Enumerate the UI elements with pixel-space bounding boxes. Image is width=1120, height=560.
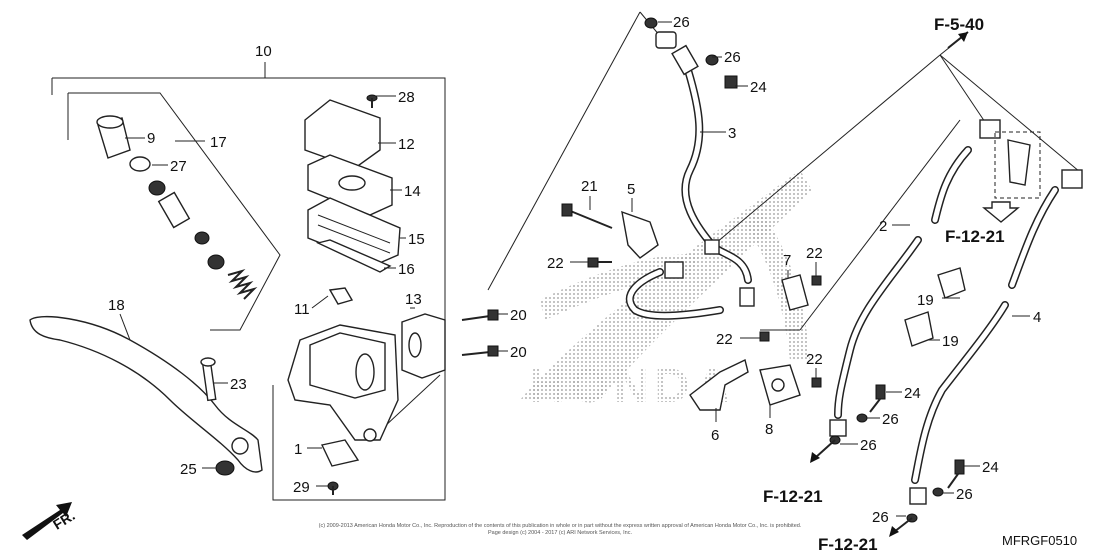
assembly-17-outline (67, 92, 281, 331)
callout-2: 2 (879, 218, 887, 235)
callout-13: 13 (405, 291, 422, 308)
callout-21: 21 (581, 178, 598, 195)
callout-3: 3 (728, 125, 736, 142)
callout-9: 9 (147, 130, 155, 147)
callout-10: 10 (255, 43, 272, 60)
joint-8 (759, 364, 801, 406)
callout-12: 12 (398, 136, 415, 153)
callout-26-lower-a: 26 (956, 486, 973, 503)
diaphragm-15 (307, 197, 401, 266)
front-arrow: FR. (22, 502, 78, 540)
reference-labels: F-5-40 F-12-21 F-12-21 F-12-21 (763, 15, 1005, 554)
washer-26-e (932, 487, 944, 497)
bolt-24-b (869, 384, 886, 413)
callout-7: 7 (783, 252, 791, 269)
bolt-21 (561, 203, 613, 229)
ref-f-5-40: F-5-40 (934, 15, 984, 34)
callout-24-lower: 24 (982, 459, 999, 476)
bolt-24-c (947, 459, 965, 489)
lower-brake-hose-4 (909, 169, 1083, 505)
callout-17: 17 (210, 134, 227, 151)
washer-26-c (856, 413, 868, 423)
holder-bolts-20 (461, 309, 499, 357)
callout-27: 27 (170, 158, 187, 175)
callout-28: 28 (398, 89, 415, 106)
callout-11: 11 (294, 301, 310, 318)
callout-26-mid-a: 26 (882, 411, 899, 428)
clip-19-a (937, 267, 966, 299)
callout-22-left: 22 (547, 255, 564, 272)
float-16 (315, 239, 392, 273)
callout-6: 6 (711, 427, 719, 444)
washer-26-a (644, 17, 658, 29)
honda-wing-watermark: HONDA (520, 170, 812, 413)
callout-16: 16 (398, 261, 415, 278)
callout-14: 14 (404, 183, 421, 200)
callout-20-upper: 20 (510, 307, 527, 324)
screw-29 (327, 481, 339, 495)
front-indicator-text: FR. (50, 507, 78, 533)
clamp-7 (781, 274, 809, 311)
nut-25 (215, 460, 235, 476)
pivot-bolt-23 (200, 357, 217, 402)
callout-15: 15 (408, 231, 425, 248)
callout-22-right-top: 22 (806, 245, 823, 262)
reservoir-cap-12 (304, 99, 381, 169)
bolt-22-b (811, 275, 822, 286)
bolt-24-a (724, 75, 738, 89)
assembly-10-outline (51, 62, 446, 501)
callout-leaders (119, 21, 1030, 517)
brake-lever (29, 315, 263, 473)
bolt-22-c (759, 331, 770, 342)
callout-26-upper: 26 (724, 49, 741, 66)
callout-20-lower: 20 (510, 344, 527, 361)
diagram-code: MFRGF0510 (1002, 533, 1077, 548)
callout-19-lower: 19 (942, 333, 959, 350)
bracket-5 (621, 210, 659, 259)
callout-22-center: 22 (716, 331, 733, 348)
plate-14 (307, 154, 393, 216)
callout-25: 25 (180, 461, 197, 478)
clip-19-b (904, 311, 934, 347)
callout-22-right-mid: 22 (806, 351, 823, 368)
holder-13 (401, 313, 446, 379)
callout-5: 5 (627, 181, 635, 198)
screw-28 (366, 94, 378, 108)
callout-23: 23 (230, 376, 247, 393)
clip-11 (328, 287, 354, 305)
copyright-line-1: (c) 2009-2013 American Honda Motor Co., … (319, 523, 802, 529)
callout-26-lower-b: 26 (872, 509, 889, 526)
circlip-27 (129, 156, 151, 172)
copyright-line-2: Page design (c) 2004 - 2017 (c) ARI Netw… (488, 530, 632, 536)
master-cylinder-body (287, 324, 399, 442)
callout-labels: 26 26 24 3 10 17 9 27 28 12 14 15 16 13 … (108, 14, 1041, 526)
callout-24-mid: 24 (904, 385, 921, 402)
stop-switch-1 (320, 439, 360, 467)
bolt-22-d (811, 377, 822, 388)
bracket-dashed-box (982, 131, 1041, 223)
callout-24-upper: 24 (750, 79, 767, 96)
callout-26-top: 26 (673, 14, 690, 31)
callout-29: 29 (293, 479, 310, 496)
ref-arrows (810, 31, 969, 537)
ref-f-12-21-bottom-right: F-12-21 (818, 535, 878, 554)
callout-19-upper: 19 (917, 292, 934, 309)
boot-9 (96, 115, 131, 159)
ref-f-12-21-right: F-12-21 (945, 227, 1005, 246)
lower-brake-hose-2 (829, 119, 1001, 437)
callout-1: 1 (294, 441, 302, 458)
ref-f-12-21-bottom-mid: F-12-21 (763, 487, 823, 506)
piston-set (148, 180, 258, 300)
bracket-6 (689, 358, 749, 411)
callout-8: 8 (765, 421, 773, 438)
upper-brake-hose-3 (625, 31, 755, 320)
callout-4: 4 (1033, 309, 1041, 326)
callout-26-mid-b: 26 (860, 437, 877, 454)
bolt-22-a (587, 257, 612, 268)
callout-18: 18 (108, 297, 125, 314)
